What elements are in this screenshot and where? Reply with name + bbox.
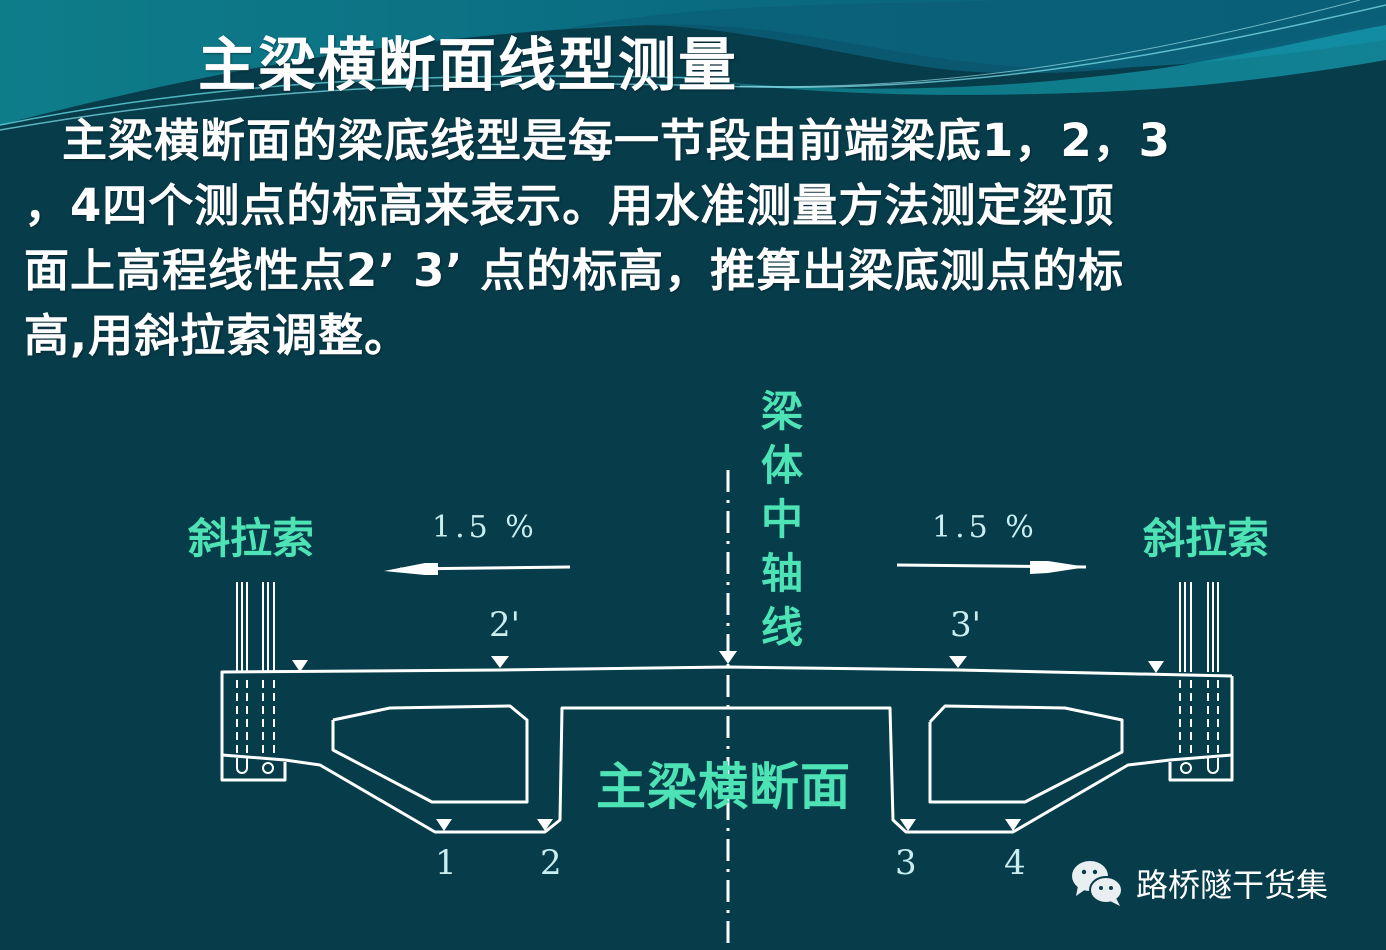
point-label-2-prime: 2'	[489, 605, 520, 645]
level-mark-icon	[436, 819, 452, 831]
center-axis-label: 梁体中轴线	[760, 387, 803, 652]
watermark-text: 路桥隧干货集	[1136, 866, 1329, 904]
watermark: 路桥隧干货集	[1070, 858, 1328, 908]
slope-label-right: 1.5 %	[932, 510, 1038, 545]
level-mark-icon	[1148, 661, 1164, 673]
point-label-2: 2	[540, 843, 562, 883]
body-line: 高,用斜拉索调整。	[24, 309, 411, 362]
level-mark-icon	[292, 660, 308, 672]
level-mark-icon	[1005, 819, 1021, 831]
point-label-4: 4	[1004, 843, 1026, 883]
slope-label-left: 1.5 %	[432, 510, 538, 545]
point-label-3-prime: 3'	[950, 605, 981, 645]
arrowhead-left	[384, 563, 438, 575]
level-mark-icon	[491, 656, 509, 668]
body-line: ，4四个测点的标高来表示。用水准测量方法测定梁顶	[24, 179, 1115, 232]
slide-title: 主梁横断面线型测量	[198, 31, 739, 99]
level-mark-icon	[949, 656, 967, 668]
level-mark-icon	[719, 651, 737, 664]
body-paragraph: 主梁横断面的梁底线型是每一节段由前端梁底1，2，3 ，4四个测点的标高来表示。用…	[24, 108, 1369, 368]
body-line: 面上高程线性点2’ 3’ 点的标高，推算出梁底测点的标	[24, 244, 1125, 297]
section-label: 主梁横断面	[596, 758, 851, 816]
cable-label-left: 斜拉索	[188, 514, 315, 563]
level-mark-icon	[900, 819, 916, 831]
point-label-1: 1	[435, 843, 457, 883]
point-label-3: 3	[895, 843, 917, 883]
deck-top-line	[220, 665, 1233, 678]
body-line: 主梁横断面的梁底线型是每一节段由前端梁底1，2，3	[62, 114, 1171, 167]
wechat-icon	[1072, 861, 1123, 906]
level-mark-icon	[537, 819, 553, 831]
cable-label-right: 斜拉索	[1143, 514, 1270, 563]
arrowhead-right	[1030, 561, 1087, 574]
